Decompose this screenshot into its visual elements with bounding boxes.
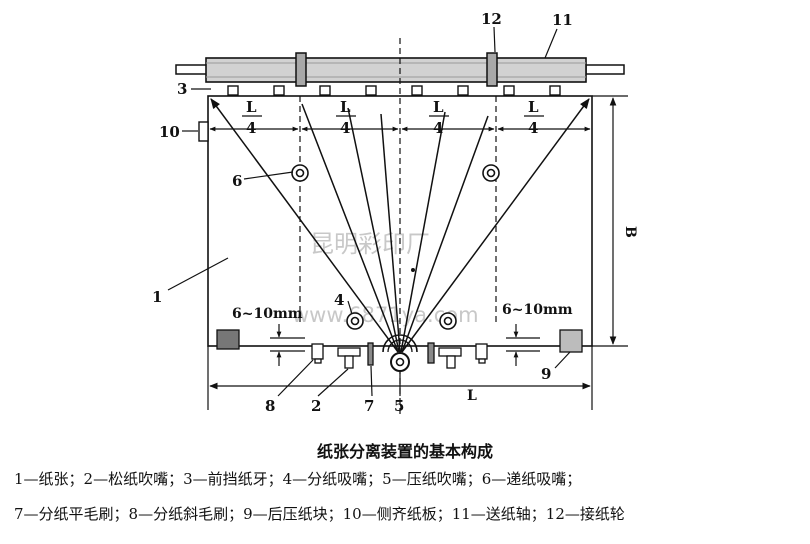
svg-text:L: L (528, 98, 539, 116)
breadth-label: B (622, 226, 638, 238)
svg-text:L: L (340, 98, 351, 116)
air-fan-lines (210, 98, 590, 353)
figure-title: 纸张分离装置的基本构成 (316, 442, 493, 461)
receiving-wheels (295, 52, 498, 87)
label-7: 7 (364, 397, 374, 415)
label-8: 8 (265, 397, 275, 415)
label-2: 2 (311, 397, 321, 415)
presser-nozzle (382, 334, 418, 372)
gap-markers (270, 324, 540, 366)
label-6: 6 (232, 172, 242, 190)
svg-text:4: 4 (433, 119, 443, 137)
legend-line-2: 7—分纸平毛刷；8—分纸斜毛刷；9—后压纸块；10—侧齐纸板；11—送纸轴；12… (14, 505, 625, 523)
quarter-fractions: L 4 L 4 L 4 L 4 (242, 98, 544, 137)
transfer-suckers (291, 164, 500, 182)
separation-suckers (346, 312, 457, 330)
center-dot (411, 268, 415, 272)
label-12: 12 (481, 10, 502, 28)
gap-left-label: 6~10mm (232, 306, 303, 322)
svg-text:L: L (433, 98, 444, 116)
bottom-components (311, 342, 488, 369)
gap-right-label: 6~10mm (502, 302, 573, 318)
back-presser-blocks (216, 329, 583, 353)
label-3: 3 (177, 80, 187, 98)
leader-lines (167, 26, 571, 397)
feed-shaft (175, 57, 625, 83)
legend-line-1: 1—纸张；2—松纸吹嘴；3—前挡纸牙；4—分纸吸嘴；5—压纸吹嘴；6—递纸吸嘴； (14, 470, 582, 488)
label-10: 10 (159, 123, 180, 141)
watermark-cn: 昆明彩印厂 (310, 230, 430, 258)
length-label: L (467, 388, 477, 404)
label-1: 1 (152, 288, 162, 306)
breadth-dimension (592, 95, 628, 347)
label-5: 5 (394, 397, 404, 415)
svg-text:4: 4 (528, 119, 538, 137)
label-9: 9 (541, 365, 551, 383)
side-jogger (198, 121, 209, 142)
label-11: 11 (552, 11, 573, 29)
label-4: 4 (334, 291, 344, 309)
svg-text:4: 4 (246, 119, 256, 137)
svg-text:L: L (246, 98, 257, 116)
front-stop-grippers (227, 85, 561, 96)
svg-text:4: 4 (340, 119, 350, 137)
